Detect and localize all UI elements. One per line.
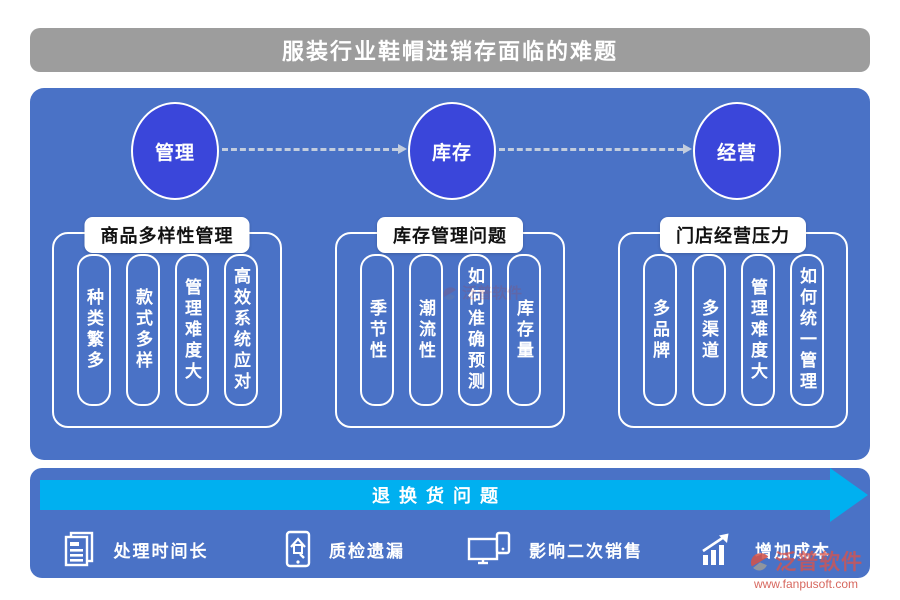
devices-icon — [467, 531, 511, 565]
issue-item-resale-impact: 影响二次销售 — [450, 531, 660, 567]
pill-row: 多品牌 多渠道 管理难度大 如何统一管理 — [620, 234, 846, 426]
issue-pill: 管理难度大 — [740, 254, 775, 406]
issue-label: 处理时间长 — [113, 541, 209, 561]
issue-label: 质检遗漏 — [329, 541, 405, 561]
issue-pill: 多品牌 — [642, 254, 677, 406]
circle-management: 管理 — [131, 102, 219, 200]
issue-pill: 管理难度大 — [174, 254, 209, 406]
pill-label: 管理难度大 — [182, 277, 201, 383]
phone-house-icon — [285, 530, 311, 568]
main-panel: 管理 库存 经营 商品多样性管理 种类繁多 款式多样 管理难度大 高效系统应对 … — [30, 88, 870, 460]
page-title-bar: 服装行业鞋帽进销存面临的难题 — [30, 28, 870, 72]
section-product-diversity: 商品多样性管理 种类繁多 款式多样 管理难度大 高效系统应对 — [52, 217, 282, 428]
issue-pill: 款式多样 — [125, 254, 160, 406]
issue-pill: 库存量 — [506, 254, 541, 406]
growth-chart-icon — [702, 533, 729, 565]
issue-pill: 潮流性 — [408, 254, 443, 406]
issue-item-processing-time: 处理时间长 — [30, 531, 240, 567]
pill-label: 库存量 — [514, 298, 533, 362]
pill-label: 多品牌 — [650, 298, 669, 362]
issue-pill: 如何统一管理 — [789, 254, 824, 406]
page-title: 服装行业鞋帽进销存面临的难题 — [281, 39, 618, 64]
issue-pill: 季节性 — [359, 254, 394, 406]
pill-row: 季节性 潮流性 如何准确预测 库存量 — [337, 234, 563, 426]
bottom-panel: 退换货问题 处理时间长 质检遗漏 — [30, 468, 870, 578]
returns-arrow-banner: 退换货问题 — [40, 480, 830, 510]
issue-item-quality-check: 质检遗漏 — [240, 530, 450, 568]
pill-label: 款式多样 — [133, 288, 152, 372]
issue-pill: 如何准确预测 — [457, 254, 492, 406]
issue-label: 影响二次销售 — [529, 541, 643, 561]
watermark-url: www.fanpusoft.com — [753, 577, 859, 591]
circle-label: 库存 — [431, 142, 472, 164]
pill-label: 如何统一管理 — [797, 267, 816, 393]
pill-label: 种类繁多 — [84, 288, 103, 372]
pill-label: 高效系统应对 — [231, 267, 250, 393]
circle-operation: 经营 — [693, 102, 781, 200]
section-title: 商品多样性管理 — [84, 217, 250, 253]
issue-pill: 种类繁多 — [76, 254, 111, 406]
pill-row: 种类繁多 款式多样 管理难度大 高效系统应对 — [54, 234, 280, 426]
returns-arrow-label: 退换货问题 — [372, 486, 507, 506]
returns-issues-row: 处理时间长 质检遗漏 影响二次销售 — [30, 526, 870, 572]
circle-label: 经营 — [716, 142, 757, 164]
pill-label: 潮流性 — [416, 298, 435, 362]
issue-pill: 高效系统应对 — [223, 254, 258, 406]
section-inventory-management: 库存管理问题 季节性 潮流性 如何准确预测 库存量 — [335, 217, 565, 428]
pill-label: 管理难度大 — [748, 277, 767, 383]
section-title: 库存管理问题 — [377, 217, 523, 253]
issue-pill: 多渠道 — [691, 254, 726, 406]
documents-icon — [64, 531, 93, 567]
pill-label: 如何准确预测 — [465, 267, 484, 393]
issue-item-cost-increase: 增加成本 — [660, 531, 870, 567]
circle-inventory: 库存 — [408, 102, 496, 200]
circle-label: 管理 — [154, 142, 195, 164]
issue-label: 增加成本 — [755, 541, 831, 561]
dashed-arrow-connector — [222, 144, 407, 154]
pill-label: 多渠道 — [699, 298, 718, 362]
section-title: 门店经营压力 — [660, 217, 806, 253]
arrow-head — [830, 468, 868, 522]
section-store-operation: 门店经营压力 多品牌 多渠道 管理难度大 如何统一管理 — [618, 217, 848, 428]
pill-label: 季节性 — [367, 298, 386, 362]
dashed-arrow-connector — [499, 144, 692, 154]
